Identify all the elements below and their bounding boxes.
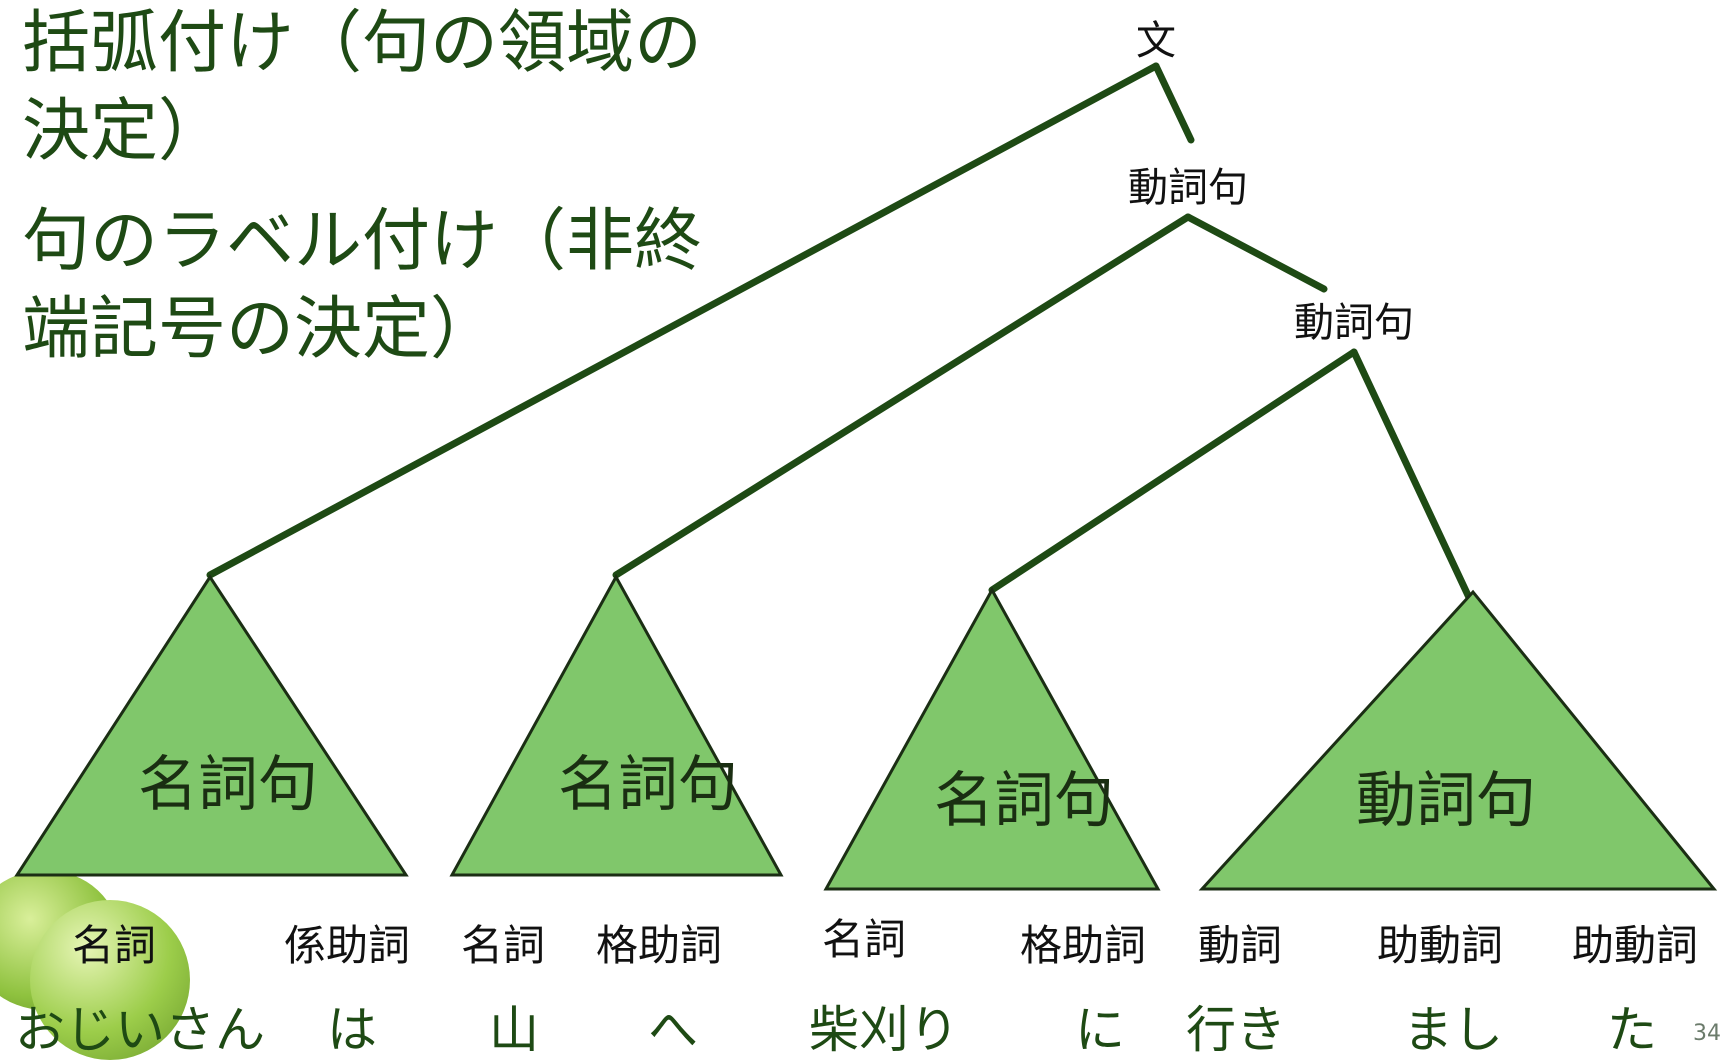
- triangle-np3: [823, 586, 1161, 891]
- edge-root-vp1: [1152, 62, 1195, 144]
- pos-tag: 動詞: [1197, 921, 1283, 970]
- word: に: [1075, 1001, 1125, 1059]
- pos-tag: 名詞: [71, 921, 157, 970]
- tree-edges: [206, 62, 1477, 610]
- word: 柴刈り: [809, 1001, 959, 1059]
- triangle-label-np1: 名詞句: [138, 750, 318, 820]
- phrase-triangles: [14, 573, 1718, 891]
- page-number: 34: [1693, 1021, 1721, 1046]
- pos-tag: 助動詞: [1376, 921, 1504, 970]
- pos-tag: 係助詞: [283, 921, 411, 970]
- triangle-np1: [14, 574, 409, 877]
- pos-tag: 格助詞: [1019, 921, 1147, 970]
- word: 山: [489, 1001, 539, 1059]
- node-vp2: 動詞句: [1294, 300, 1414, 346]
- triangle-label-np3: 名詞句: [934, 766, 1114, 836]
- edge-vp2-np3: [988, 348, 1358, 594]
- triangle-vp: [1198, 589, 1718, 891]
- word: 行き: [1186, 1001, 1286, 1059]
- word: た: [1607, 1001, 1657, 1059]
- bullet-labeling: 句のラベル付け（非終端記号の決定）: [22, 202, 703, 369]
- pos-tag: 名詞: [460, 921, 546, 970]
- word: おじいさん: [15, 1001, 265, 1059]
- bullet-bracketing: 括弧付け（句の領域の決定）: [22, 4, 703, 171]
- edge-vp1-np2: [612, 213, 1192, 579]
- apple-decoration-front: [30, 900, 190, 1060]
- edge-vp2-vp3: [1350, 348, 1477, 610]
- edge-vp1-vp2: [1184, 213, 1328, 293]
- pos-tag: 名詞: [821, 915, 907, 964]
- node-root: 文: [1136, 18, 1176, 64]
- node-vp1: 動詞句: [1128, 165, 1248, 211]
- word: まし: [1403, 1001, 1503, 1059]
- word: は: [327, 1001, 377, 1059]
- triangle-label-vp: 動詞句: [1356, 766, 1536, 836]
- word: へ: [648, 1001, 698, 1059]
- triangle-label-np2: 名詞句: [558, 750, 738, 820]
- triangle-np2: [449, 573, 784, 877]
- pos-tag: 助動詞: [1571, 921, 1699, 970]
- pos-tag: 格助詞: [595, 921, 723, 970]
- edge-root-np1: [206, 62, 1160, 579]
